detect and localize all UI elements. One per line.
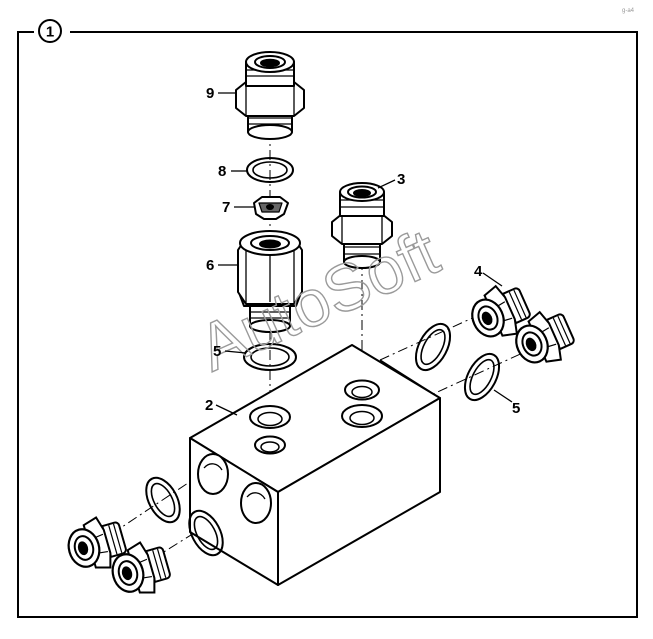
figure-badge bbox=[38, 19, 62, 43]
callout-5-right: 5 bbox=[512, 400, 520, 417]
callout-9: 9 bbox=[206, 85, 214, 102]
callout-7: 7 bbox=[222, 199, 230, 216]
figure-frame bbox=[17, 31, 638, 618]
fittings-left bbox=[61, 510, 175, 604]
part-9-fitting bbox=[235, 51, 305, 140]
leader-lines bbox=[215, 92, 513, 416]
corner-mark: g-a4 bbox=[622, 8, 635, 14]
o-rings-left bbox=[145, 476, 224, 557]
part-5-o-ring-top bbox=[243, 343, 297, 371]
callout-3: 3 bbox=[397, 171, 405, 188]
callouts: 9 8 7 6 5 2 3 4 5 bbox=[205, 85, 520, 417]
part-8-o-ring bbox=[246, 157, 294, 183]
watermark: AutoSoft bbox=[188, 214, 449, 385]
callout-2: 2 bbox=[205, 397, 213, 414]
figure-badge-number: 1 bbox=[46, 24, 54, 41]
part-6-hex-body bbox=[237, 230, 303, 333]
part-5-o-rings-right bbox=[414, 322, 501, 402]
callout-5-top: 5 bbox=[213, 343, 221, 360]
part-3-fitting bbox=[331, 182, 393, 269]
part-4-fittings-right bbox=[462, 276, 581, 375]
manifold-block bbox=[189, 344, 441, 586]
callout-8: 8 bbox=[218, 163, 226, 180]
callout-4: 4 bbox=[474, 263, 483, 280]
part-7-nut bbox=[253, 196, 289, 220]
callout-6: 6 bbox=[206, 257, 214, 274]
